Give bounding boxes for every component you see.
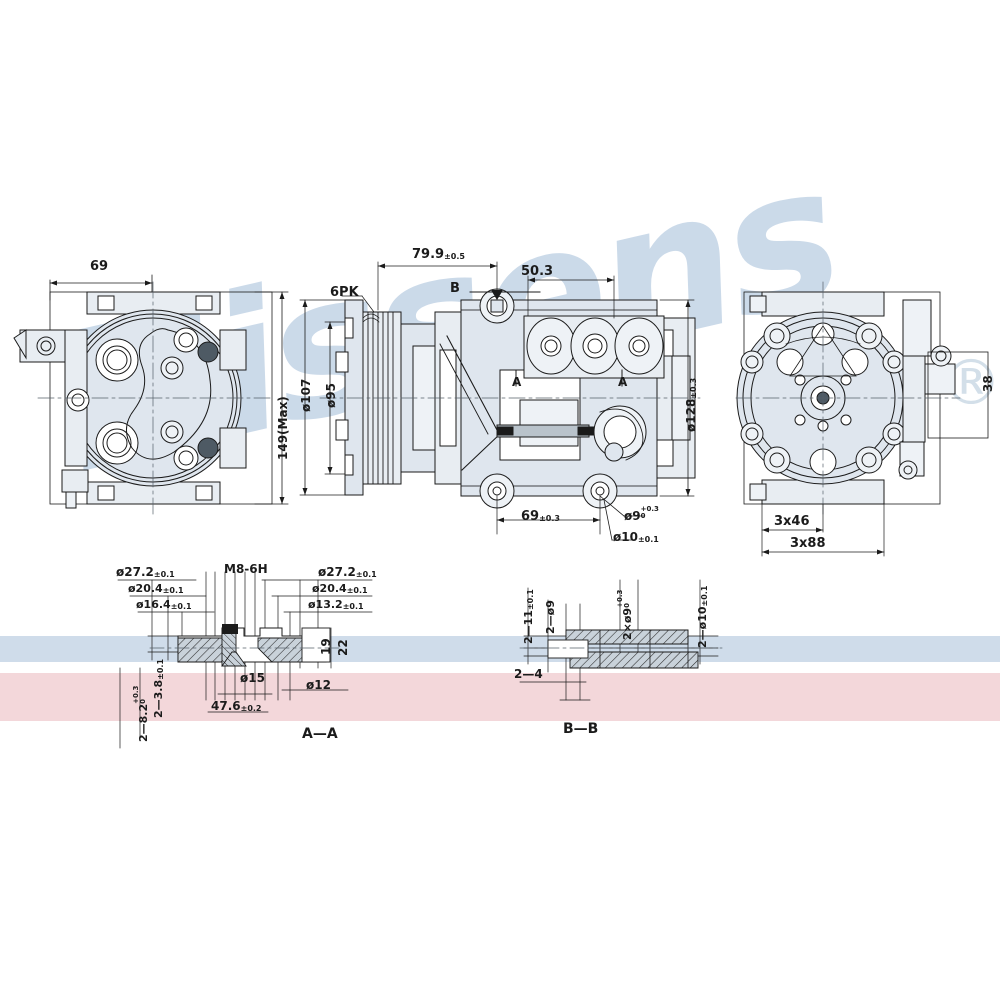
section-a-a (117, 571, 373, 749)
background-band-pink (0, 673, 1000, 721)
aa-right-d27-2: ø27.2±0.1 (318, 565, 377, 579)
aa-thread-m8-6h: M8-6H (224, 562, 268, 576)
dim-pitch-3x46: 3x46 (774, 514, 810, 529)
aa-depth-19: 19 (319, 638, 333, 655)
view-right-rear (735, 281, 989, 557)
aa-bore-12: ø12 (306, 678, 331, 692)
dim-pulley-pitch-95: ø95 (324, 383, 338, 408)
dim-left-height-149max: 149(Max) (276, 396, 290, 460)
dim-hole-10: ø10±0.1 (613, 530, 659, 544)
aa-length-47-6: 47.6±0.2 (211, 699, 262, 713)
label-belt-6pk: 6PK (330, 285, 359, 300)
section-title-b-b: B—B (563, 721, 599, 737)
background-band-blue (0, 636, 1000, 662)
view-center-side (299, 261, 701, 541)
aa-bore-15: ø15 (240, 671, 265, 685)
aa-left-d27-2: ø27.2±0.1 (116, 565, 175, 579)
section-title-a-a: A—A (302, 726, 338, 742)
aa-two-3-8: 2—3.8±0.1 (152, 658, 165, 718)
dim-mount-69: 69±0.3 (521, 509, 560, 524)
bb-two-d10: 2—ø10±0.1 (696, 585, 709, 648)
bb-two-d9: 2—ø9 (544, 600, 557, 634)
aa-right-d13-2: ø13.2±0.1 (308, 598, 364, 611)
dim-length-50-3: 50.3 (521, 264, 554, 279)
dim-pitch-3x88: 3x88 (790, 536, 826, 551)
bb-two-11: 2—11±0.1 (522, 589, 535, 644)
section-b-b (519, 579, 723, 701)
section-mark-a-right: A (618, 375, 628, 389)
dim-body-dia-128: ø128±0.3 (684, 377, 698, 432)
bb-two-4: 2—4 (514, 667, 543, 681)
dim-depth-38: 38 (981, 375, 995, 392)
view-left-front (13, 274, 289, 517)
dim-left-width-69: 69 (90, 259, 109, 274)
section-mark-a-left: A (512, 375, 522, 389)
dim-length-79-9: 79.9±0.5 (412, 247, 465, 262)
aa-left-d16-4: ø16.4±0.1 (136, 598, 192, 611)
aa-depth-22: 22 (336, 639, 350, 656)
dim-pulley-od-107: ø107 (299, 378, 313, 412)
section-mark-b-top: B (450, 281, 460, 296)
aa-right-d20-4: ø20.4±0.1 (312, 582, 368, 595)
aa-left-d20-4: ø20.4±0.1 (128, 582, 184, 595)
